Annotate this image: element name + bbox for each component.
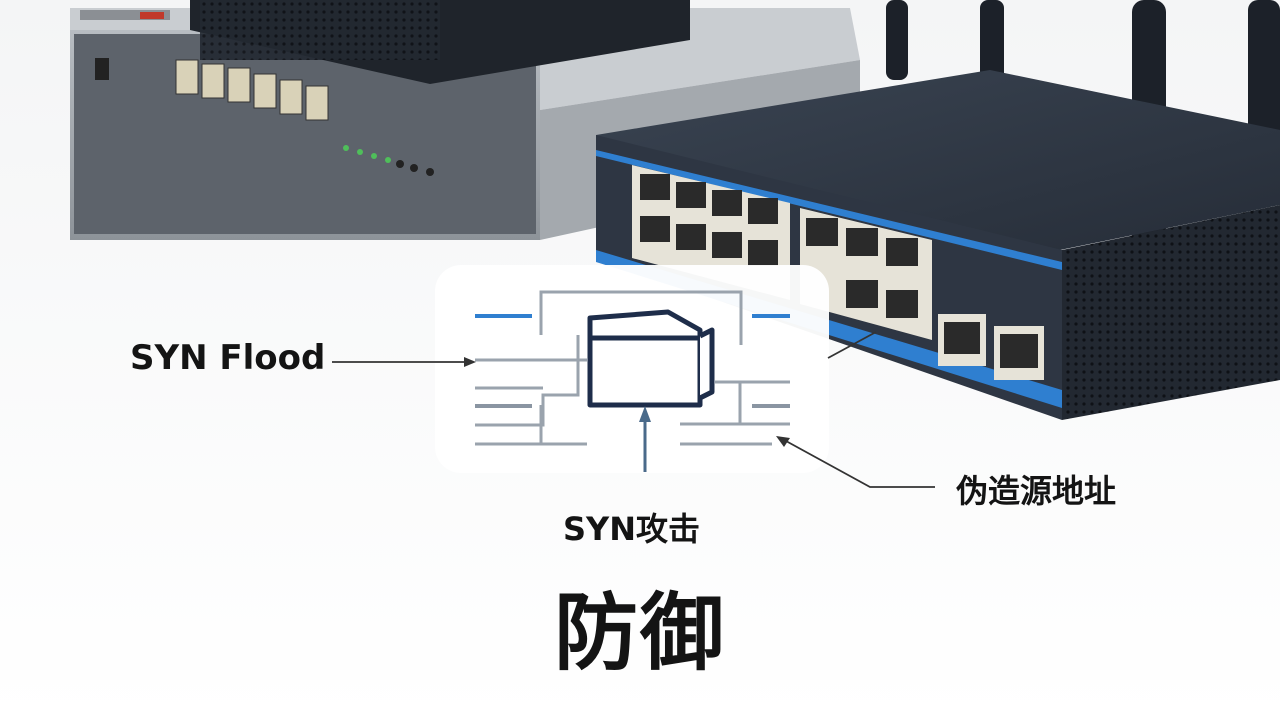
syn-flood-label: SYN Flood <box>130 338 326 378</box>
top-box-device <box>190 0 690 84</box>
network-packet-icon <box>435 265 829 473</box>
annotation-arrows <box>332 331 935 488</box>
spoofed-source-label: 伪造源地址 <box>956 472 1117 510</box>
syn-attack-label: SYN攻击 <box>563 510 701 548</box>
dark-router-device <box>596 70 1280 420</box>
page-title: 防御 <box>553 584 726 682</box>
